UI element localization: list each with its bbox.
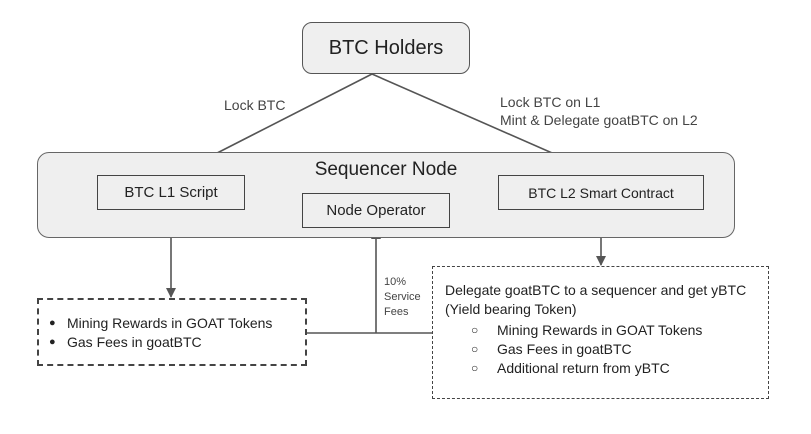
circle-bullet-icon: ○ bbox=[471, 361, 479, 375]
circle-bullet-icon: ○ bbox=[471, 342, 479, 356]
service-fees-word2: Fees bbox=[384, 306, 409, 318]
btc-l2-contract-label: BTC L2 Smart Contract bbox=[528, 184, 674, 201]
lock-btc-label: Lock BTC bbox=[224, 97, 286, 113]
list-item: ●Gas Fees in goatBTC bbox=[49, 334, 202, 350]
list-item: ○Additional return from yBTC bbox=[471, 360, 670, 376]
sequencer-node-title: Sequencer Node bbox=[314, 159, 458, 180]
bullet-icon: ● bbox=[49, 317, 56, 329]
bullet-icon: ● bbox=[49, 336, 56, 348]
l2-rewards-box: Delegate goatBTC to a sequencer and get … bbox=[432, 266, 769, 399]
node-operator-node: Node Operator bbox=[302, 193, 450, 228]
list-item: ○Mining Rewards in GOAT Tokens bbox=[471, 322, 703, 338]
node-operator-label: Node Operator bbox=[326, 202, 426, 219]
btc-l1-script-label: BTC L1 Script bbox=[124, 184, 218, 201]
service-fees-word1: Service bbox=[384, 291, 421, 303]
list-item: ○Gas Fees in goatBTC bbox=[471, 341, 632, 357]
btc-l1-script-node: BTC L1 Script bbox=[97, 175, 245, 210]
l2-rewards-intro: Delegate goatBTC to a sequencer and get … bbox=[445, 282, 747, 317]
l1-rewards-box: ●Mining Rewards in GOAT Tokens ●Gas Fees… bbox=[37, 298, 307, 366]
l2-rewards-list: ○Mining Rewards in GOAT Tokens ○Gas Fees… bbox=[445, 321, 758, 378]
service-fees-percent: 10% bbox=[384, 276, 407, 288]
circle-bullet-icon: ○ bbox=[471, 323, 479, 337]
btc-holders-node: BTC Holders bbox=[302, 22, 470, 74]
list-item: ●Mining Rewards in GOAT Tokens bbox=[49, 315, 273, 331]
btc-l2-contract-node: BTC L2 Smart Contract bbox=[498, 175, 704, 210]
lock-mint-label: Lock BTC on L1 Mint & Delegate goatBTC o… bbox=[500, 93, 698, 129]
service-fees-label: 10% Service Fees bbox=[384, 275, 424, 320]
l1-rewards-list: ●Mining Rewards in GOAT Tokens ●Gas Fees… bbox=[47, 314, 305, 352]
btc-holders-label: BTC Holders bbox=[328, 36, 444, 59]
lock-btc-l1-label: Lock BTC on L1 bbox=[500, 94, 601, 110]
mint-delegate-label: Mint & Delegate goatBTC on L2 bbox=[500, 112, 698, 128]
